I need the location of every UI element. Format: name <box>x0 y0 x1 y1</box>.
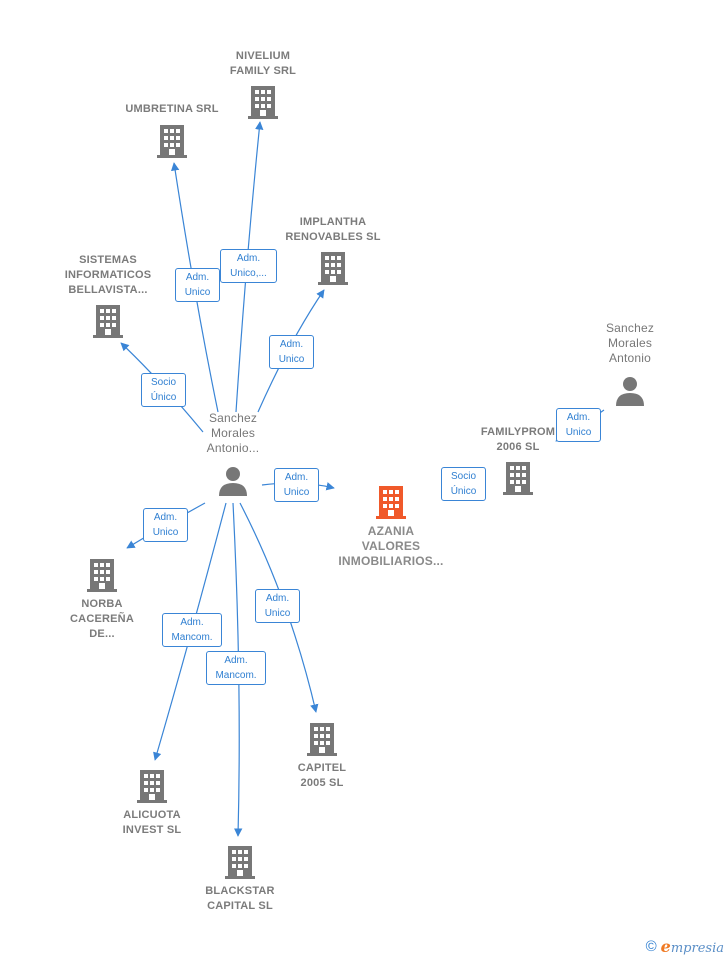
brand-logo: empresia <box>660 937 724 956</box>
edge-label-familyprom-azania[interactable]: Socio Único <box>441 467 486 501</box>
building-icon <box>87 559 117 592</box>
edge-label-sanchez-right-familyprom[interactable]: Adm. Unico <box>556 408 601 442</box>
building-icon <box>503 462 533 495</box>
edge-label-sistemas[interactable]: Socio Único <box>141 373 186 407</box>
edge-label-norba[interactable]: Adm. Unico <box>143 508 188 542</box>
building-icon <box>307 723 337 756</box>
footer-branding: © empresia <box>646 937 724 956</box>
node-label: SISTEMAS INFORMATICOS BELLAVISTA... <box>64 254 152 296</box>
node-label: Sanchez Morales Antonio... <box>206 411 260 455</box>
edge-label-nivelium[interactable]: Adm. Unico,... <box>220 249 277 283</box>
building-icon <box>225 846 255 879</box>
edge-label-capitel[interactable]: Adm. Unico <box>255 589 300 623</box>
edge-label-implantha[interactable]: Adm. Unico <box>269 335 314 369</box>
building-icon <box>157 125 187 158</box>
building-icon <box>93 305 123 338</box>
node-label: FAMILYPROM 2006 SL <box>480 426 556 453</box>
node-label: CAPITEL 2005 SL <box>297 762 347 789</box>
node-label: NORBA CACEREÑA DE... <box>70 598 134 640</box>
node-label: ALICUOTA INVEST SL <box>122 809 182 836</box>
edge-label-umbretina[interactable]: Adm. Unico <box>175 268 220 302</box>
node-label: AZANIA VALORES INMOBILIARIOS... <box>338 524 444 568</box>
edge-label-alicuota[interactable]: Adm. Mancom. <box>162 613 222 647</box>
node-label: NIVELIUM FAMILY SRL <box>229 50 297 77</box>
node-label: IMPLANTHA RENOVABLES SL <box>285 216 381 243</box>
edge-label-blackstar[interactable]: Adm. Mancom. <box>206 651 266 685</box>
person-icon <box>616 377 644 406</box>
node-label: Sanchez Morales Antonio <box>605 321 655 365</box>
building-icon <box>137 770 167 803</box>
building-icon <box>248 86 278 119</box>
building-icon <box>318 252 348 285</box>
person-icon <box>219 467 247 496</box>
node-label: BLACKSTAR CAPITAL SL <box>205 885 275 912</box>
edge-label-azania[interactable]: Adm. Unico <box>274 468 319 502</box>
node-label: UMBRETINA SRL <box>125 103 219 115</box>
building-icon <box>376 486 406 519</box>
copyright-icon: © <box>645 938 657 955</box>
